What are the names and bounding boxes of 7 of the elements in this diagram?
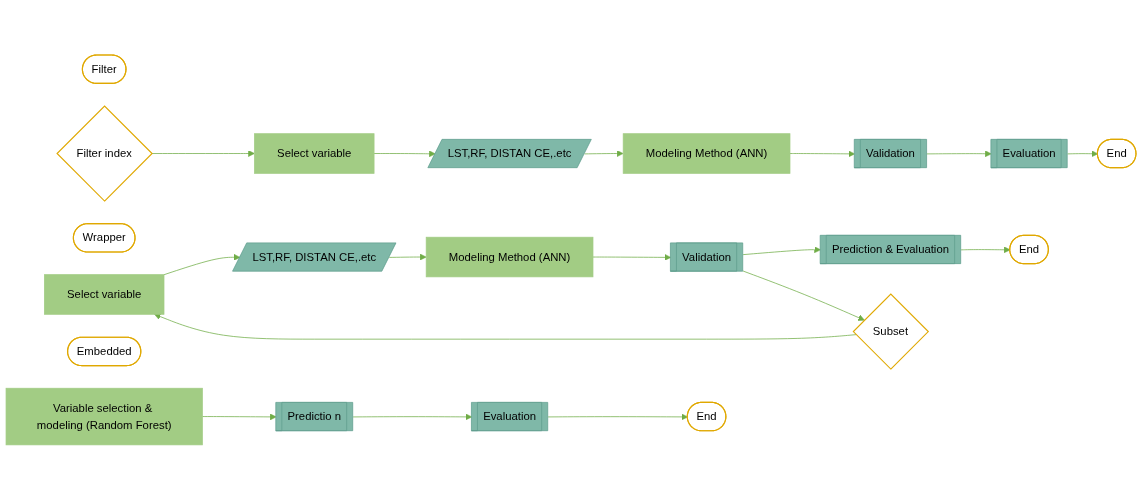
node-diamond: Filter index: [56, 104, 153, 202]
node-box: Modeling Method (ANN): [425, 236, 594, 277]
node-box: Variable selection & modeling (Random Forest): [5, 387, 203, 445]
node-diamond: Subset: [852, 292, 930, 370]
node-box: Select variable: [44, 273, 165, 315]
node-box: Select variable: [254, 132, 375, 174]
node-box: Modeling Method (ANN): [622, 132, 791, 174]
